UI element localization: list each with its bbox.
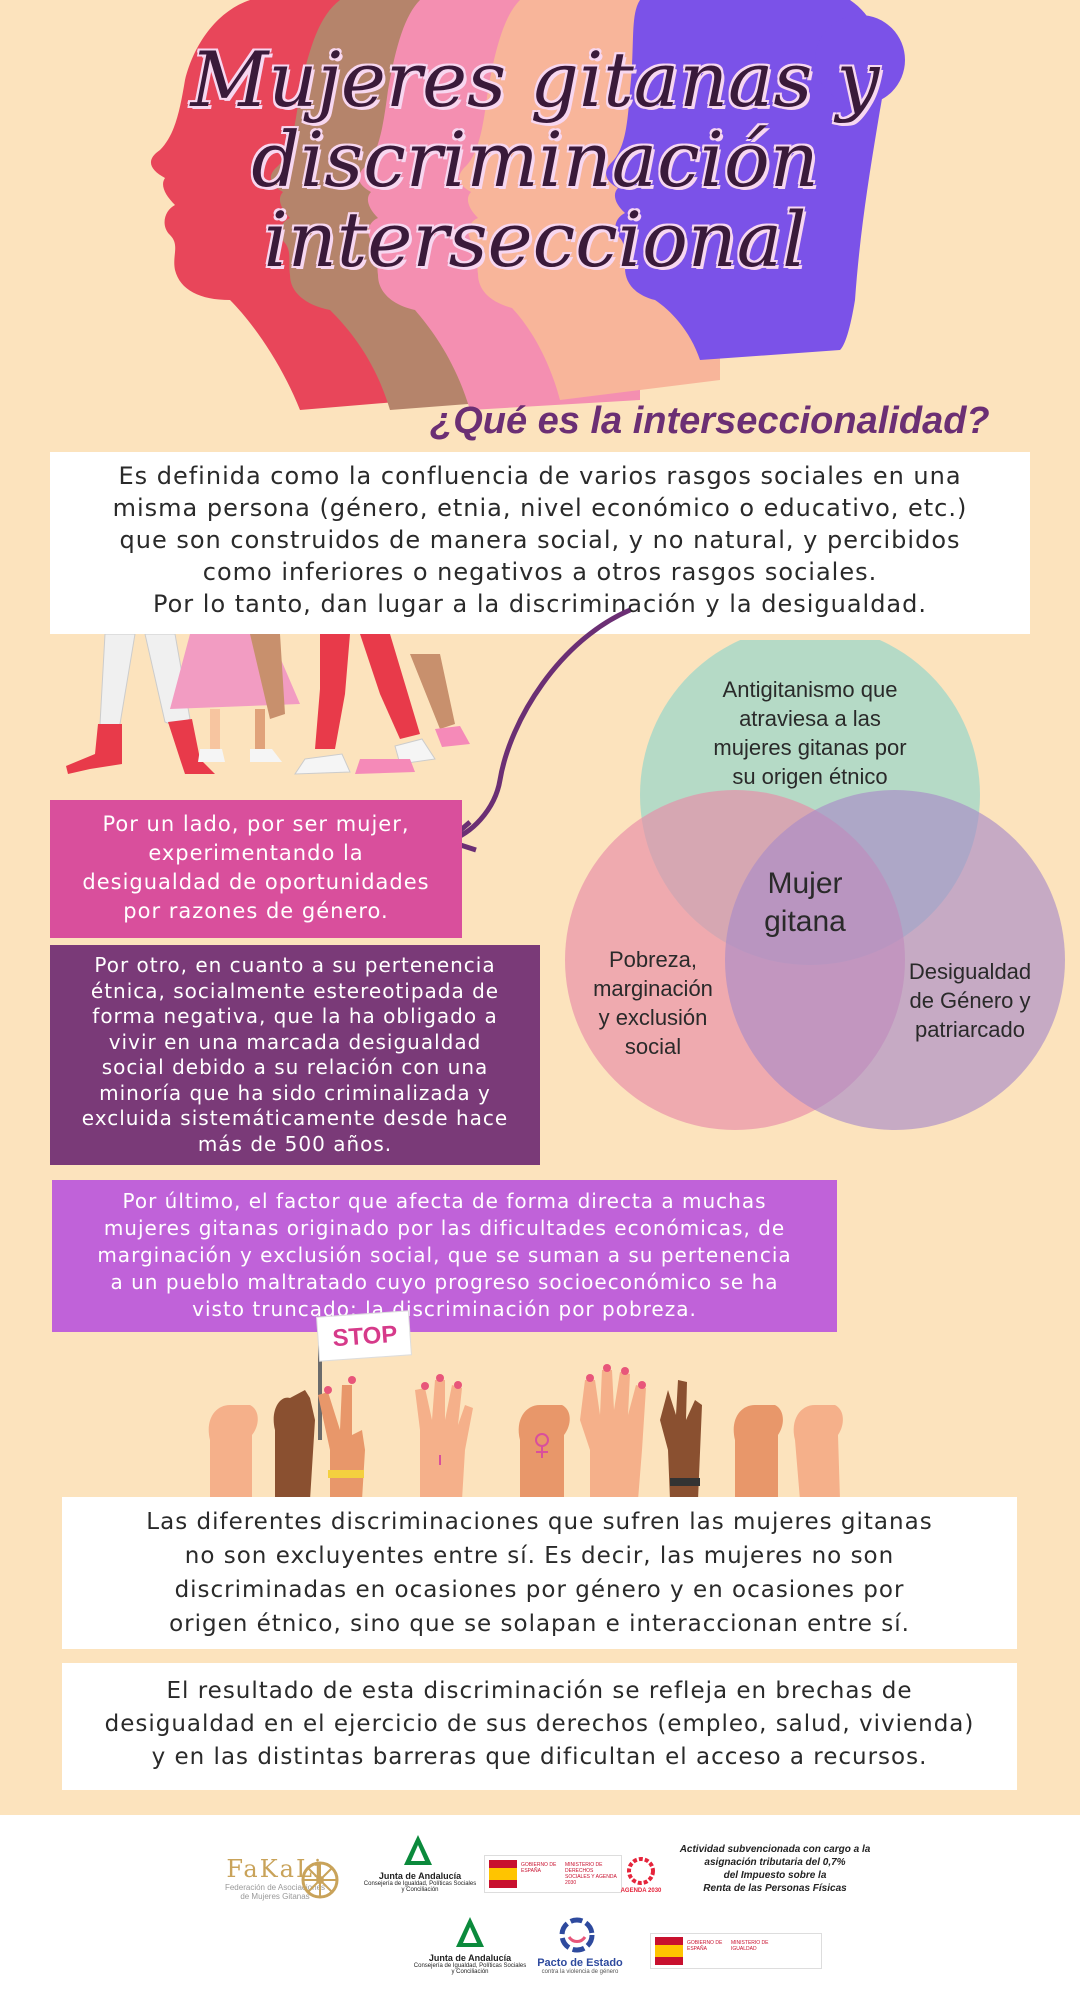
- ministerio1-label: MINISTERIO DE DERECHOS SOCIALES Y AGENDA…: [565, 1862, 617, 1886]
- gender-line-4: por razones de género.: [123, 899, 389, 923]
- activity-line-3: del Impuesto sobre la: [723, 1870, 827, 1881]
- agenda-2030-icon: [627, 1857, 655, 1885]
- poverty-line-1: Por último, el factor que afecta de form…: [122, 1189, 767, 1213]
- wheel-icon: [301, 1861, 339, 1899]
- ethnic-line-1: Por otro, en cuanto a su pertenencia: [94, 953, 496, 977]
- ethnic-line-3: forma negativa, que la ha obligado a: [92, 1004, 498, 1028]
- title-line-1: Mujeres gitanas y: [190, 35, 880, 124]
- venn-ethnic-line-1: Antigitanismo que: [722, 677, 898, 702]
- spain-flag-icon: [489, 1860, 517, 1888]
- poverty-line-5: visto truncado: la discriminación por po…: [192, 1297, 697, 1321]
- silhouette-purple: [606, 0, 884, 360]
- junta-andalucia-icon-2: [456, 1917, 484, 1947]
- ethnic-line-7: excluida sistemáticamente desde hace: [81, 1106, 509, 1130]
- activity-note: Actividad subvencionada con cargo a la a…: [650, 1843, 900, 1895]
- walking-legs-illustration: [66, 634, 470, 775]
- venn-poverty-line-4: social: [624, 1034, 682, 1059]
- venn-poverty-line-3: y exclusión: [598, 1005, 708, 1030]
- profile-silhouettes-illustration: [150, 0, 905, 410]
- result-line-2: desigualdad en el ejercicio de sus derec…: [104, 1711, 975, 1737]
- venn-gender-line-3: patriarcado: [914, 1017, 1026, 1042]
- page-title: Mujeres gitanas y discriminación interse…: [150, 40, 920, 280]
- venn-label-gender: Desigualdad de Género y patriarcado: [890, 957, 1050, 1044]
- poverty-line-3: marginación y exclusión social, que se s…: [97, 1243, 792, 1267]
- section-subtitle: ¿Qué es la interseccionalidad?: [430, 400, 990, 442]
- pacto-estado-icon: [559, 1917, 595, 1953]
- venn-label-poverty: Pobreza, marginación y exclusión social: [568, 945, 738, 1061]
- venn-gender-line-1: Desigualdad: [908, 959, 1032, 984]
- venn-ethnic-line-3: mujeres gitanas por: [713, 735, 907, 760]
- ethnic-box: Por otro, en cuanto a su pertenencia étn…: [50, 945, 540, 1165]
- result-box: El resultado de esta discriminación se r…: [62, 1663, 1017, 1790]
- junta-andalucia-logo-1: Junta de Andalucía Consejería de Igualda…: [350, 1871, 490, 1893]
- junta2-name: Junta de Andalucía: [428, 1953, 512, 1963]
- poverty-line-2: mujeres gitanas originado por las dificu…: [103, 1216, 786, 1240]
- venn-center-line-1: Mujer: [767, 867, 843, 900]
- venn-center-line-2: gitana: [764, 905, 846, 938]
- overlap-line-1: Las diferentes discriminaciones que sufr…: [146, 1509, 933, 1535]
- title-line-3: interseccional: [263, 195, 807, 284]
- ministerio2-label: MINISTERIO DE IGUALDAD: [731, 1940, 769, 1952]
- junta1-name: Junta de Andalucía: [378, 1871, 462, 1881]
- junta2-sub-2: y Conciliación: [451, 1969, 489, 1975]
- header: Mujeres gitanas y discriminación interse…: [0, 0, 1080, 410]
- pacto-name: Pacto de Estado: [537, 1957, 623, 1969]
- gender-box: Por un lado, por ser mujer, experimentan…: [50, 800, 462, 938]
- venn-ethnic-line-4: su origen étnico: [732, 764, 888, 789]
- venn-gender-line-2: de Género y: [909, 988, 1031, 1013]
- venn-circle-gender: [725, 790, 1065, 1130]
- activity-line-4: Renta de las Personas Físicas: [703, 1883, 847, 1894]
- venn-label-ethnic: Antigitanismo que atraviesa a las mujere…: [670, 675, 950, 791]
- definition-line-5: Por lo tanto, dan lugar a la discriminac…: [152, 590, 927, 618]
- overlap-line-2: no son excluyentes entre sí. Es decir, l…: [184, 1543, 895, 1569]
- ethnic-line-6: minoría que ha sido criminalizada y: [99, 1080, 491, 1105]
- poverty-line-4: a un pueblo maltratado cuyo progreso soc…: [110, 1270, 779, 1294]
- junta-andalucia-logo-2: Junta de Andalucía Consejería de Igualda…: [400, 1953, 540, 1975]
- spain-flag-icon-2: [655, 1937, 683, 1965]
- overlap-line-4: origen étnico, sino que se solapan e int…: [169, 1611, 910, 1637]
- agenda-2030-label: AGENDA 2030: [620, 1888, 662, 1894]
- gobierno-espana-logo-2: GOBIERNO DE ESPAÑA MINISTERIO DE IGUALDA…: [650, 1933, 822, 1969]
- overlap-box: Las diferentes discriminaciones que sufr…: [62, 1497, 1017, 1649]
- definition-line-3: que son construidos de manera social, y …: [119, 526, 961, 554]
- activity-line-2: asignación tributaria del 0,7%: [704, 1857, 846, 1868]
- ethnic-line-2: étnica, socialmente estereotipada de: [90, 978, 500, 1003]
- definition-line-2: misma persona (género, etnia, nivel econ…: [112, 494, 968, 522]
- activity-line-1: Actividad subvencionada con cargo a la: [679, 1844, 871, 1855]
- ethnic-line-8: más de 500 años.: [197, 1131, 393, 1156]
- gobierno2-label: GOBIERNO DE ESPAÑA: [687, 1940, 723, 1952]
- overlap-line-3: discriminadas en ocasiones por género y …: [174, 1577, 905, 1603]
- result-line-1: El resultado de esta discriminación se r…: [166, 1678, 913, 1704]
- venn-label-center: Mujer gitana: [715, 865, 895, 941]
- pacto-estado-logo: Pacto de Estado contra la violencia de g…: [530, 1957, 630, 1975]
- fakali-sub-1: Federación de Asociaciones: [224, 1883, 326, 1892]
- venn-poverty-line-1: Pobreza,: [608, 947, 698, 972]
- ethnic-line-4: vivir en una marcada desigualdad: [108, 1029, 482, 1054]
- gender-line-1: Por un lado, por ser mujer,: [102, 812, 410, 836]
- junta1-sub-2: y Conciliación: [401, 1887, 439, 1893]
- gender-line-2: experimentando la: [148, 841, 364, 865]
- venn-diagram: [565, 640, 1065, 1130]
- gender-line-3: desigualdad de oportunidades: [82, 870, 430, 894]
- title-line-2: discriminación: [251, 115, 819, 204]
- gobierno1-label: GOBIERNO DE ESPAÑA: [521, 1862, 557, 1874]
- junta2-sub-1: Consejería de Igualdad, Políticas Social…: [413, 1963, 527, 1969]
- definition-line-1: Es definida como la confluencia de vario…: [118, 462, 962, 490]
- definition-box: Es definida como la confluencia de vario…: [50, 452, 1030, 634]
- poverty-box: Por último, el factor que afecta de form…: [52, 1180, 837, 1332]
- venn-poverty-line-2: marginación: [593, 976, 713, 1001]
- raised-hands-illustration: [208, 1310, 843, 1500]
- junta1-sub-1: Consejería de Igualdad, Políticas Social…: [363, 1881, 477, 1887]
- definition-line-4: como inferiores o negativos a otros rasg…: [202, 558, 878, 586]
- footer: FaKaLi Federación de Asociaciones de Muj…: [0, 1815, 1080, 2000]
- junta-andalucia-icon: [404, 1835, 432, 1865]
- pacto-sub: contra la violencia de género: [541, 1969, 619, 1975]
- venn-ethnic-line-2: atraviesa a las: [739, 706, 881, 731]
- gobierno-espana-logo-1: GOBIERNO DE ESPAÑA MINISTERIO DE DERECHO…: [484, 1855, 622, 1893]
- ethnic-line-5: social debido a su relación con una: [101, 1055, 489, 1079]
- result-line-3: y en las distintas barreras que dificult…: [151, 1744, 928, 1770]
- fakali-sub-2: de Mujeres Gitanas: [240, 1892, 310, 1901]
